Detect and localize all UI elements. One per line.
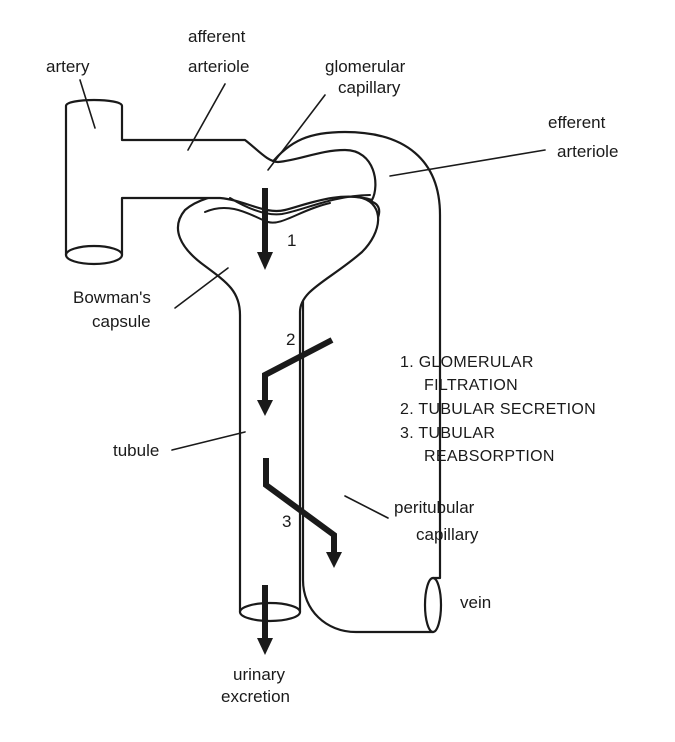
key-line-1: 1. GLOMERULAR (400, 354, 534, 371)
artery-leader (79, 79, 96, 129)
label-afferent-2: arteriole (188, 57, 249, 76)
bowmans-leader (174, 267, 229, 309)
label-urinary-2: excretion (221, 687, 290, 706)
label-peritubular-2: capillary (416, 525, 479, 544)
label-vein: vein (460, 593, 491, 612)
peritubular-leader (344, 495, 389, 519)
filtration-arrow (257, 188, 273, 270)
process-key: 1. GLOMERULAR FILTRATION 2. TUBULAR SECR… (400, 354, 596, 465)
label-peritubular-1: peritubular (394, 498, 475, 517)
tubule-leader (171, 431, 246, 451)
label-glomerular-2: capillary (338, 78, 401, 97)
reabsorption-arrow (263, 458, 342, 568)
glomerular-leader (267, 94, 326, 171)
label-bowmans-1: Bowman's (73, 288, 151, 307)
secretion-arrow (257, 337, 334, 416)
label-bowmans-2: capsule (92, 312, 151, 331)
label-efferent-2: arteriole (557, 142, 618, 161)
label-glomerular-1: glomerular (325, 57, 406, 76)
artery-opening (64, 244, 124, 266)
label-urinary-1: urinary (233, 665, 285, 684)
key-line-2: FILTRATION (424, 377, 518, 394)
excretion-arrow (257, 585, 273, 655)
number-2: 2 (286, 330, 295, 349)
label-afferent-1: afferent (188, 27, 246, 46)
artery-afferent-vessel (64, 98, 377, 257)
label-artery: artery (46, 57, 90, 76)
label-efferent-1: efferent (548, 113, 606, 132)
efferent-leader (389, 149, 546, 177)
label-tubule: tubule (113, 441, 159, 460)
number-3: 3 (282, 512, 291, 531)
key-line-5: REABSORPTION (424, 448, 555, 465)
number-1: 1 (287, 231, 296, 250)
afferent-leader (187, 83, 226, 151)
key-line-4: 3. TUBULAR (400, 425, 495, 442)
key-line-3: 2. TUBULAR SECRETION (400, 401, 596, 418)
glomerular-capillary (229, 194, 371, 216)
vein-opening (423, 576, 443, 634)
tubule-opening (238, 601, 302, 623)
